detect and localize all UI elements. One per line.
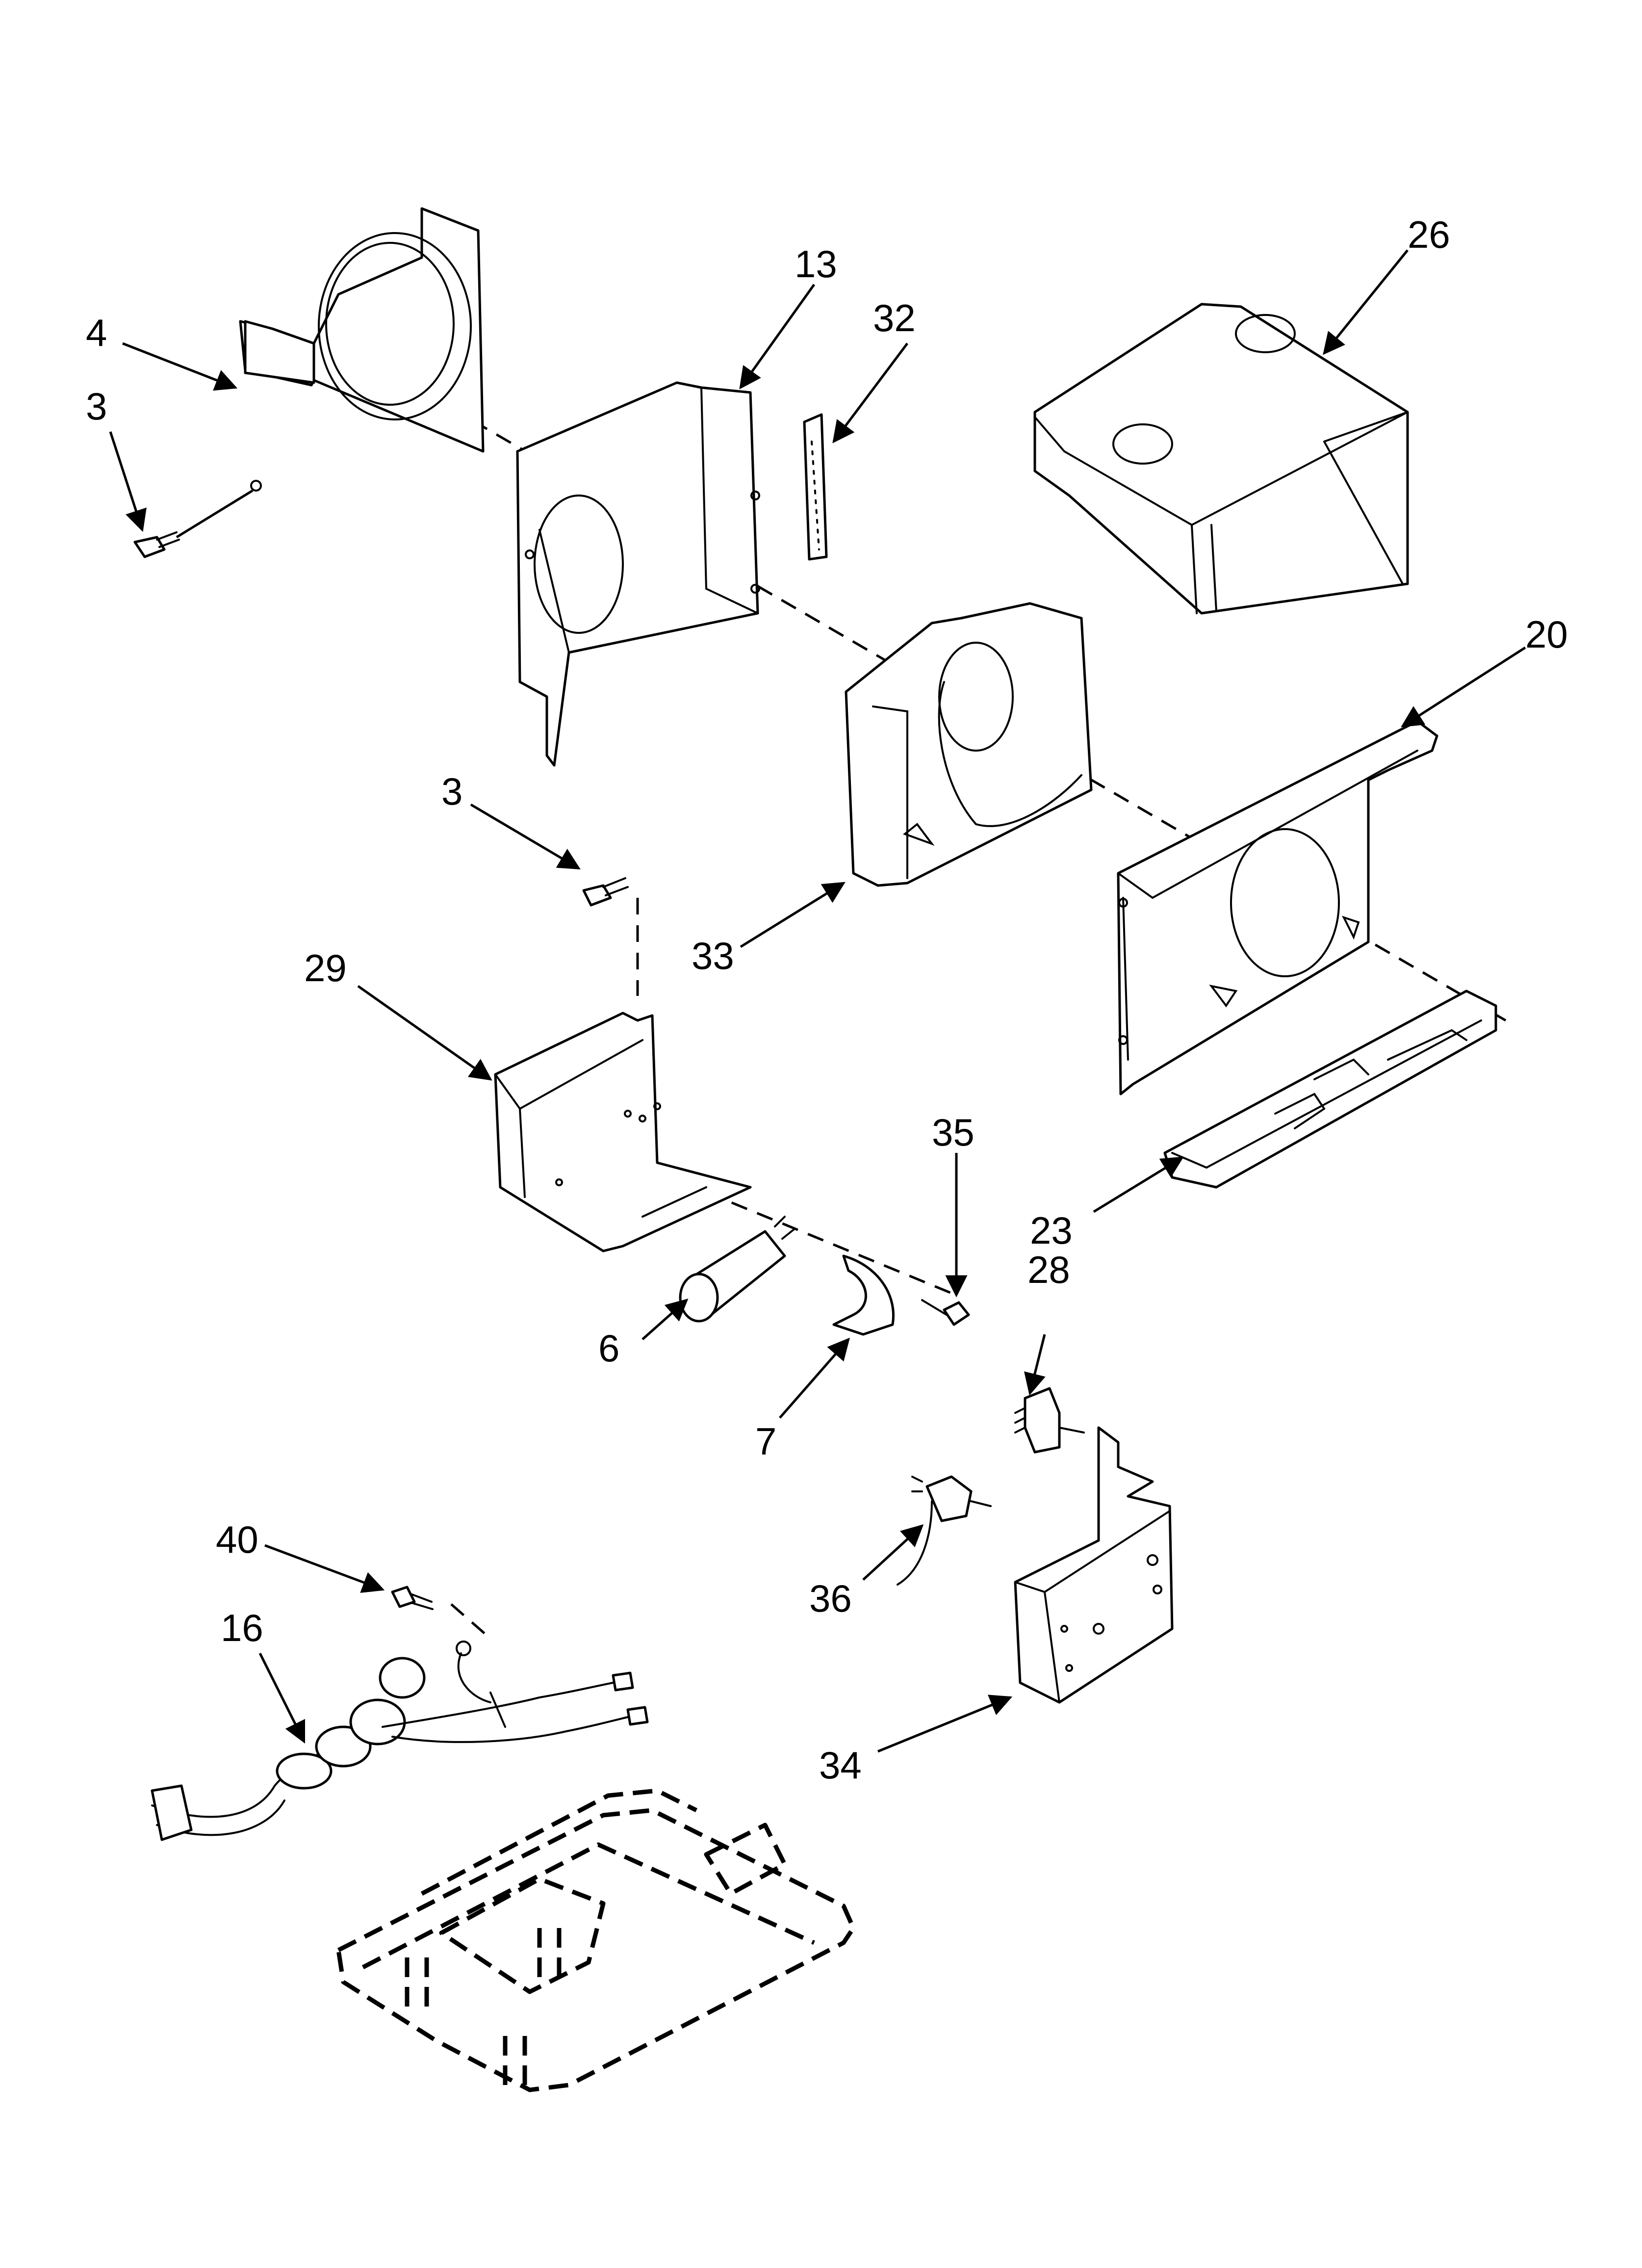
- part-3-screw-middle: [582, 877, 629, 907]
- part-35-screw: [921, 1299, 970, 1326]
- part-6-capacitor: [679, 1216, 795, 1323]
- callout-3-upper: 3: [86, 385, 107, 428]
- callout-20: 20: [1525, 613, 1568, 656]
- callout-32: 32: [873, 296, 916, 339]
- callout-23: 23: [1030, 1209, 1073, 1252]
- part-13-orifice: [516, 381, 760, 767]
- part-28-switch: [1014, 1387, 1085, 1454]
- part-3-screw-upper: [133, 531, 180, 558]
- callout-34: 34: [819, 1744, 862, 1787]
- callout-28: 28: [1027, 1248, 1070, 1291]
- callout-35: 35: [932, 1111, 975, 1154]
- callout-33: 33: [692, 934, 734, 977]
- callout-4: 4: [86, 311, 107, 354]
- part-40-ground-screw: [391, 1586, 434, 1610]
- part-33-scroll: [845, 602, 1093, 887]
- callout-6: 6: [598, 1327, 619, 1370]
- part-32-seal: [803, 413, 828, 561]
- callout-3-middle: 3: [441, 770, 462, 813]
- callout-40: 40: [216, 1518, 258, 1561]
- part-7-strap: [832, 1254, 895, 1336]
- base-pan-phantom: [336, 1788, 856, 2092]
- part-29-bracket: [494, 1012, 752, 1252]
- part-34-control-bracket: [1014, 1426, 1174, 1704]
- part-26-cover: [1033, 303, 1409, 615]
- part-20-panel: [1117, 720, 1438, 1095]
- callout-29: 29: [304, 946, 347, 990]
- part-16-power-cord: [151, 1641, 649, 1841]
- callout-26: 26: [1408, 213, 1450, 256]
- leader-lines: [109, 249, 1526, 1753]
- part-4-shroud: [239, 207, 485, 492]
- callout-labels: 4 3 13 32 26 20 3 33 29 35 6 7 23 28 36 …: [86, 213, 1568, 1787]
- part-36-thermostat: [897, 1475, 992, 1586]
- callout-36: 36: [809, 1577, 852, 1620]
- callout-7: 7: [755, 1420, 776, 1463]
- callout-16: 16: [221, 1606, 263, 1649]
- callout-13: 13: [795, 242, 837, 286]
